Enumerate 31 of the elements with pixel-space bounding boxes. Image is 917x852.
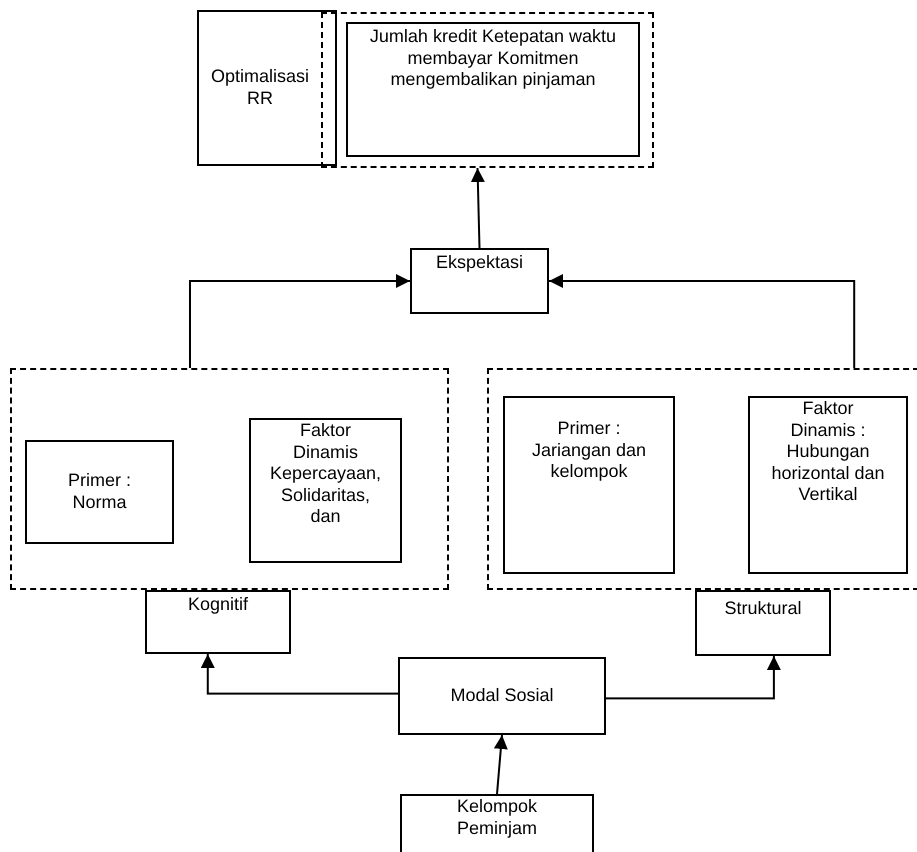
process-box: [748, 396, 908, 574]
process-box: [25, 440, 174, 544]
process-box: [197, 10, 337, 166]
dashed-group-box: [487, 368, 917, 590]
arrow: [494, 734, 508, 794]
arrow: [549, 274, 856, 368]
process-box: [503, 396, 675, 574]
dashed-group-box: [321, 12, 654, 168]
node-label: Optimalisasi RR: [210, 66, 310, 110]
arrow: [470, 168, 485, 248]
node-label: Struktural: [724, 598, 802, 620]
node-label: Modal Sosial: [450, 685, 554, 707]
process-box: [410, 248, 549, 314]
node-label: Kognitif: [188, 594, 248, 616]
node-label: Ekspektasi: [436, 252, 524, 274]
dashed-group-box: [10, 368, 449, 590]
arrow: [200, 654, 398, 695]
process-box: [695, 590, 831, 656]
node-label: Faktor Dinamis Kepercayaan, Solidaritas, dan: [269, 420, 382, 528]
arrow: [189, 274, 410, 368]
process-box: [400, 794, 594, 852]
node-label: Kelompok Peminjam: [456, 796, 538, 840]
node-label: Primer : Norma: [67, 470, 132, 514]
arrow: [606, 656, 781, 700]
node-label: Jumlah kredit Ketepatan waktu membayar Komitmen mengembalikan pinjaman: [368, 26, 618, 91]
process-box: [346, 22, 640, 157]
process-box: [249, 418, 402, 563]
node-label: Faktor Dinamis : Hubungan horizontal dan Vertikal: [770, 398, 886, 506]
process-box: [398, 657, 606, 735]
node-label: Primer : Jariangan dan kelompok: [531, 418, 647, 483]
process-box: [145, 590, 291, 654]
